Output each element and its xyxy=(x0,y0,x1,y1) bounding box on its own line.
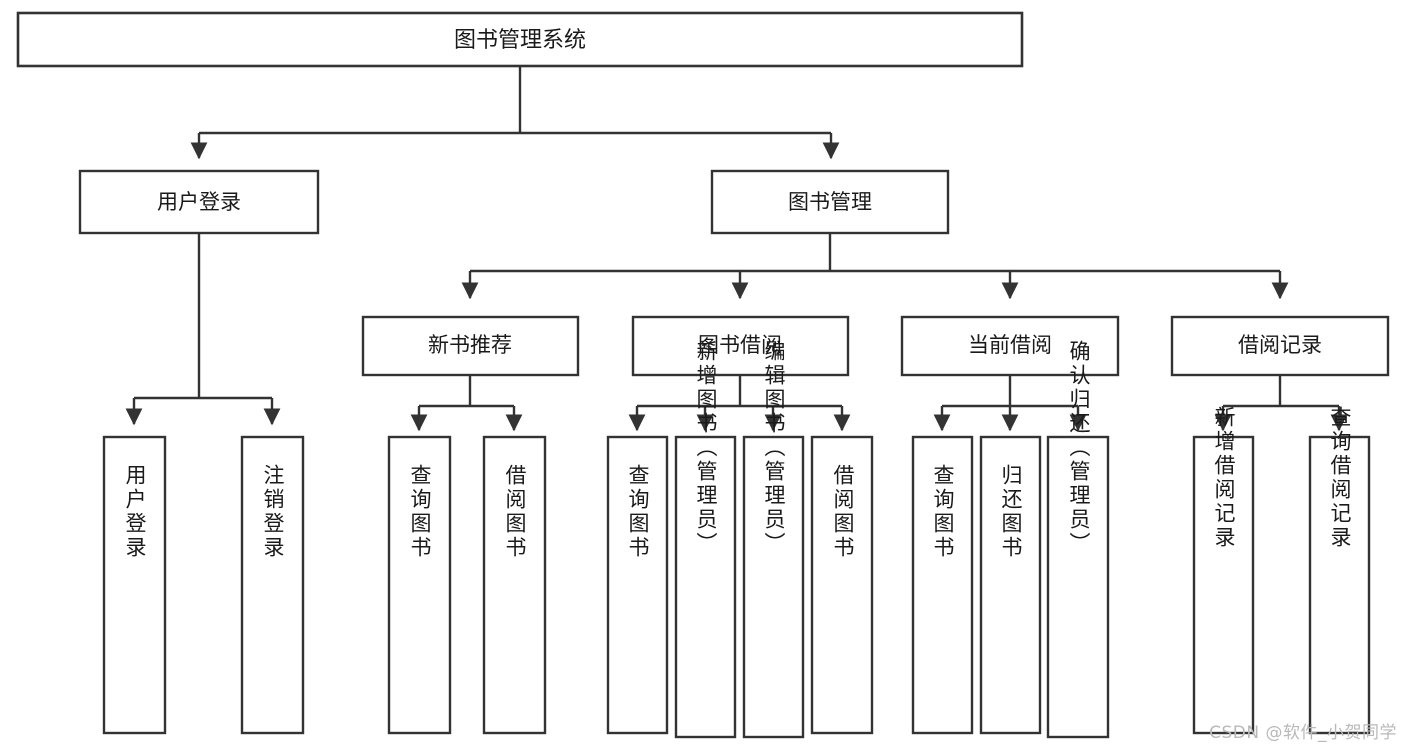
connector-borrow-record-to-leaves xyxy=(1214,375,1348,432)
leaf-recommend-query-book-label: 查询图书 xyxy=(408,464,432,560)
node-user-login-label: 用户登录 xyxy=(157,190,241,214)
leaf-user-login-logout-box[interactable] xyxy=(240,435,305,735)
connector-book-management-to-level3 xyxy=(461,233,1289,300)
leaf-current-query-book-box[interactable] xyxy=(911,435,974,735)
node-book-management-label: 图书管理 xyxy=(788,190,872,214)
leaf-current-return-book-label: 归还图书 xyxy=(999,464,1023,560)
leaf-record-add-record-label: 新增借阅记录 xyxy=(1212,406,1236,550)
node-borrow-record-box[interactable] xyxy=(1170,315,1390,377)
connector-new-book-recommend-to-leaves xyxy=(410,375,523,432)
leaf-borrow-query-book[interactable]: 查询图书 xyxy=(606,435,669,735)
node-book-borrow[interactable]: 图书借阅 xyxy=(631,315,850,377)
connector-user-login-to-leaves xyxy=(125,233,281,426)
node-book-management[interactable]: 图书管理 xyxy=(710,169,950,235)
node-new-book-recommend[interactable]: 新书推荐 xyxy=(361,315,580,377)
leaf-recommend-borrow-book[interactable]: 借阅图书 xyxy=(482,435,547,735)
leaf-borrow-edit-book-label: 编辑图书（管理员） xyxy=(762,340,786,556)
leaf-borrow-borrow-book[interactable]: 借阅图书 xyxy=(810,435,874,735)
leaf-recommend-borrow-book-label: 借阅图书 xyxy=(503,464,527,560)
leaf-current-query-book-label: 查询图书 xyxy=(931,464,955,560)
leaf-current-query-book[interactable]: 查询图书 xyxy=(911,435,974,735)
leaf-borrow-query-book-box[interactable] xyxy=(606,435,669,735)
node-book-borrow-label: 图书借阅 xyxy=(698,333,782,357)
leaf-borrow-add-book-box[interactable] xyxy=(674,435,737,739)
connector-root-to-level2 xyxy=(190,66,840,160)
node-borrow-record[interactable]: 借阅记录 xyxy=(1170,315,1390,377)
leaf-current-confirm-return-box[interactable] xyxy=(1046,435,1110,739)
leaf-record-query-record[interactable]: 查询借阅记录 xyxy=(1308,406,1371,735)
leaf-recommend-query-book[interactable]: 查询图书 xyxy=(387,435,452,735)
leaf-recommend-borrow-book-box[interactable] xyxy=(482,435,547,735)
leaf-current-confirm-return-label: 确认归还（管理员） xyxy=(1067,340,1091,556)
node-current-borrow-label: 当前借阅 xyxy=(968,333,1052,357)
leaf-current-return-book-box[interactable] xyxy=(979,435,1042,735)
leaf-record-query-record-box[interactable] xyxy=(1308,435,1371,735)
node-root-label: 图书管理系统 xyxy=(454,28,586,53)
leaf-borrow-add-book-label: 新增图书（管理员） xyxy=(694,340,718,556)
node-root[interactable]: 图书管理系统 xyxy=(16,11,1024,68)
leaf-record-add-record-box[interactable] xyxy=(1192,435,1255,735)
leaf-user-login-login-box[interactable] xyxy=(102,435,167,735)
leaf-borrow-edit-book[interactable]: 编辑图书（管理员） xyxy=(742,340,805,739)
leaf-borrow-edit-book-box[interactable] xyxy=(742,435,805,739)
leaf-user-login-login-label: 用户登录 xyxy=(123,464,147,560)
leaf-borrow-borrow-book-label: 借阅图书 xyxy=(831,464,855,560)
node-borrow-record-label: 借阅记录 xyxy=(1238,333,1322,357)
node-user-login-box[interactable] xyxy=(78,169,320,235)
node-user-login[interactable]: 用户登录 xyxy=(78,169,320,235)
leaf-user-login-logout[interactable]: 注销登录 xyxy=(240,435,305,735)
leaf-user-login-logout-label: 注销登录 xyxy=(261,464,285,560)
leaf-borrow-query-book-label: 查询图书 xyxy=(626,464,650,560)
leaf-recommend-query-book-box[interactable] xyxy=(387,435,452,735)
node-new-book-recommend-label: 新书推荐 xyxy=(428,333,512,357)
leaf-record-query-record-label: 查询借阅记录 xyxy=(1328,406,1352,550)
connector-book-borrow-to-leaves xyxy=(628,375,851,432)
leaf-borrow-borrow-book-box[interactable] xyxy=(810,435,874,735)
leaf-current-return-book[interactable]: 归还图书 xyxy=(979,435,1042,735)
leaf-record-add-record[interactable]: 新增借阅记录 xyxy=(1192,406,1255,735)
node-new-book-recommend-box[interactable] xyxy=(361,315,580,377)
connector-current-borrow-to-leaves xyxy=(933,375,1087,432)
leaf-user-login-login[interactable]: 用户登录 xyxy=(102,435,167,735)
leaf-current-confirm-return[interactable]: 确认归还（管理员） xyxy=(1046,340,1110,739)
node-root-box[interactable] xyxy=(16,11,1024,68)
leaf-borrow-add-book[interactable]: 新增图书（管理员） xyxy=(674,340,737,739)
